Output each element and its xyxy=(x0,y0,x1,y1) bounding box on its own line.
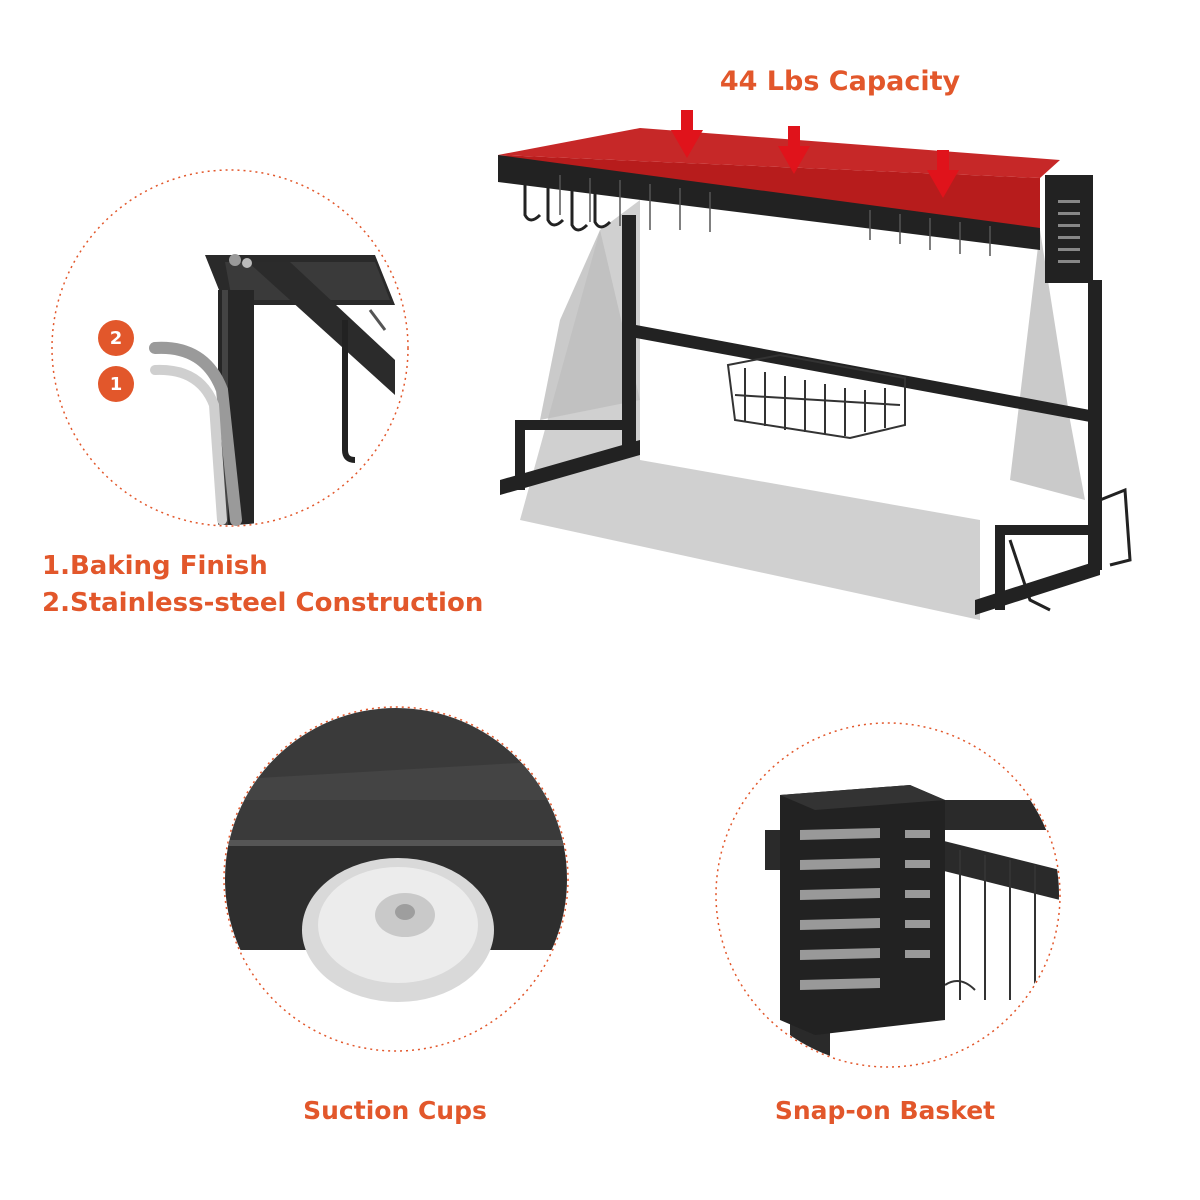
caption-snap-on-basket: Snap-on Basket xyxy=(774,1096,996,1125)
utensil-holder xyxy=(1045,175,1093,283)
layer-badge-1: 1 xyxy=(98,366,134,402)
feature-stainless-steel: 2.Stainless-steel Construction xyxy=(42,588,484,618)
utensil-basket xyxy=(780,785,945,1035)
layer-badge-2: 2 xyxy=(98,320,134,356)
frame-detail-circle xyxy=(51,169,409,527)
dish-rack-main xyxy=(498,110,1132,620)
capacity-label: 44 Lbs Capacity xyxy=(719,66,961,97)
caption-suction-cups: Suction Cups xyxy=(303,1096,487,1125)
suction-cup-circle xyxy=(223,706,569,1052)
load-arrows xyxy=(671,110,959,198)
feature-baking-finish: 1.Baking Finish xyxy=(42,551,268,581)
hanging-basket xyxy=(726,353,906,440)
snap-basket-circle xyxy=(715,722,1061,1068)
feature-list: 1.Baking Finish 2.Stainless-steel Constr… xyxy=(42,548,483,622)
